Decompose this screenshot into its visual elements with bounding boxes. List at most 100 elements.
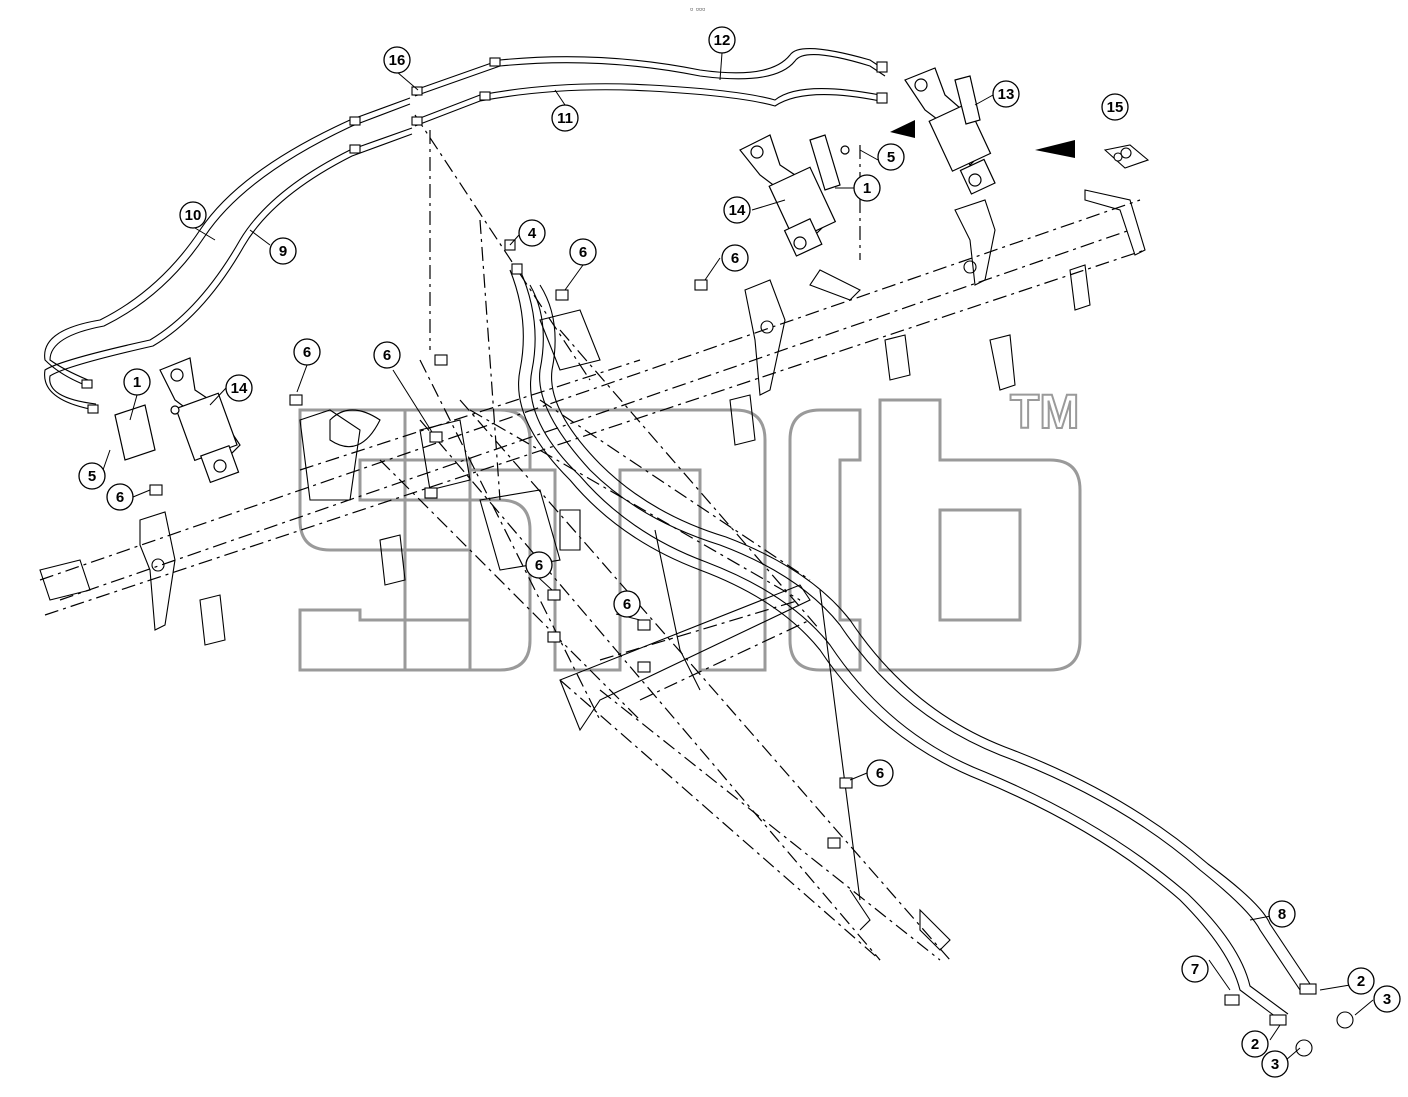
- callout-circle: [569, 238, 597, 266]
- callout-label: 6: [383, 347, 391, 364]
- hose-8: [529, 284, 1301, 991]
- trademark-symbol: TM: [1010, 386, 1079, 439]
- sheet-reference-mark: ▫ ▫▫▫: [690, 4, 706, 14]
- callout-c13: 13: [992, 80, 1020, 108]
- callout-c5a: 5: [877, 143, 905, 171]
- callout-circle: [1261, 1050, 1289, 1078]
- callout-label: 11: [557, 110, 573, 127]
- callout-c6h: 6: [866, 759, 894, 787]
- hitch-brackets: [39, 199, 1091, 646]
- callout-circle: [877, 143, 905, 171]
- callout-circle: [106, 483, 134, 511]
- callout-c10: 10: [179, 201, 207, 229]
- hose-clamps: [149, 279, 853, 849]
- callout-label: 6: [579, 244, 587, 261]
- callout-label: 7: [1191, 961, 1199, 978]
- callout-label: 9: [279, 243, 287, 260]
- callout-label: 1: [863, 180, 871, 197]
- callout-c4: 4: [518, 219, 546, 247]
- callout-c6e: 6: [106, 483, 134, 511]
- callout-label: 10: [185, 207, 202, 224]
- part-15-kit: [1103, 144, 1150, 169]
- callout-circle: [1241, 1030, 1269, 1058]
- main-frame: [39, 114, 1146, 961]
- callout-circle: [269, 237, 297, 265]
- callout-c15: 15: [1101, 93, 1129, 121]
- callout-circle: [1347, 967, 1375, 995]
- cylinder-right: [904, 67, 996, 195]
- cylinder-top: [739, 134, 850, 257]
- callout-label: 2: [1357, 973, 1365, 990]
- hose-9: [44, 127, 413, 411]
- callout-label: 6: [116, 489, 124, 506]
- hydraulic-hoses: [44, 48, 1311, 1021]
- callout-c3b: 3: [1261, 1050, 1289, 1078]
- hose-11: [414, 83, 881, 121]
- callout-circle: [1181, 955, 1209, 983]
- callout-c3a: 3: [1373, 985, 1401, 1013]
- callout-c6g: 6: [613, 590, 641, 618]
- callout-c1b: 1: [123, 368, 151, 396]
- callout-circle: [866, 759, 894, 787]
- callout-c12: 12: [708, 26, 736, 54]
- callout-circle: [123, 368, 151, 396]
- callout-circle: [853, 174, 881, 202]
- callout-c1a: 1: [853, 174, 881, 202]
- callout-c14a: 14: [723, 196, 751, 224]
- callout-c7: 7: [1181, 955, 1209, 983]
- callout-c6c: 6: [293, 338, 321, 366]
- watermark-logo: TM: [298, 385, 1082, 672]
- callout-label: 8: [1278, 906, 1286, 923]
- fittings: [81, 57, 1354, 1057]
- callout-label: 5: [887, 149, 895, 166]
- callout-label: 6: [876, 765, 884, 782]
- callout-c8: 8: [1268, 900, 1296, 928]
- callout-circle: [723, 196, 751, 224]
- callout-label: 3: [1383, 991, 1391, 1008]
- callout-c5b: 5: [78, 462, 106, 490]
- callout-c6b: 6: [721, 244, 749, 272]
- callout-label: 5: [88, 468, 96, 485]
- callout-circle: [708, 26, 736, 54]
- callout-label: 16: [389, 52, 406, 69]
- callout-label: 6: [731, 250, 739, 267]
- callout-label: 6: [535, 557, 543, 574]
- callout-circle: [525, 551, 553, 579]
- callout-label: 12: [714, 32, 731, 49]
- cylinder-left: [114, 357, 241, 484]
- callout-circle: [1373, 985, 1401, 1013]
- hose-10: [44, 97, 411, 386]
- callout-c9: 9: [269, 237, 297, 265]
- callout-circle: [721, 244, 749, 272]
- callout-circle: [179, 201, 207, 229]
- callout-c6d: 6: [373, 341, 401, 369]
- callout-c6f: 6: [525, 551, 553, 579]
- callout-circle: [78, 462, 106, 490]
- callout-label: 15: [1107, 99, 1124, 116]
- callout-circle: [1101, 93, 1129, 121]
- frame-outline: [299, 189, 1146, 951]
- callout-label: 14: [231, 380, 248, 397]
- direction-arrows: [890, 120, 1075, 158]
- hose-12: [414, 48, 886, 91]
- callout-circle: [225, 374, 253, 402]
- hose-7: [509, 269, 1281, 1021]
- callout-label: 1: [133, 374, 141, 391]
- callout-label: 4: [528, 225, 537, 242]
- callout-c2a: 2: [1347, 967, 1375, 995]
- callout-label: 2: [1251, 1036, 1259, 1053]
- callout-circle: [992, 80, 1020, 108]
- callout-c11: 11: [551, 104, 579, 132]
- callout-c6a: 6: [569, 238, 597, 266]
- callout-circle: [293, 338, 321, 366]
- callout-label: 6: [303, 344, 311, 361]
- callout-c2b: 2: [1241, 1030, 1269, 1058]
- callout-c16: 16: [383, 46, 411, 74]
- callout-circle: [1268, 900, 1296, 928]
- callout-circle: [383, 46, 411, 74]
- callout-c14b: 14: [225, 374, 253, 402]
- callout-label: 6: [623, 596, 631, 613]
- callout-circle: [613, 590, 641, 618]
